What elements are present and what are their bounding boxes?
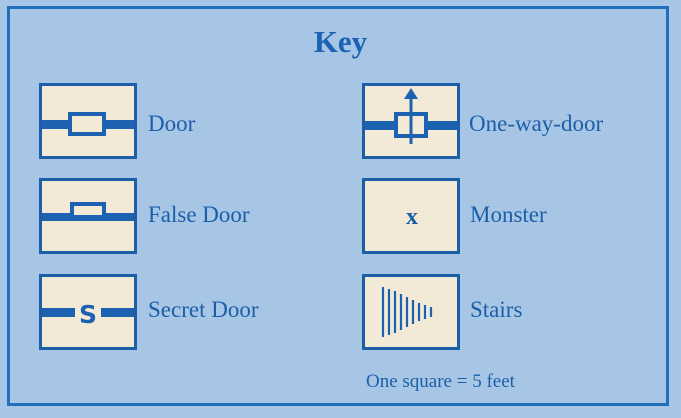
door-label: Door xyxy=(148,111,196,136)
monster-label: Monster xyxy=(470,202,547,227)
key-frame xyxy=(7,6,669,406)
scale-note: One square = 5 feet xyxy=(366,371,515,392)
one-way-door-label: One-way-door xyxy=(469,111,604,136)
one-way-door-icon xyxy=(362,83,460,159)
secret-door-symbol: S xyxy=(79,300,97,329)
key-title: Key xyxy=(313,24,368,59)
secret-door-label: Secret Door xyxy=(148,297,259,322)
stairs-icon xyxy=(362,274,460,350)
secret-door-icon: S xyxy=(39,274,137,350)
door-icon xyxy=(39,83,137,159)
monster-icon: x xyxy=(362,178,460,254)
stairs-label: Stairs xyxy=(470,297,523,322)
monster-symbol: x xyxy=(406,204,418,230)
false-door-label: False Door xyxy=(148,202,250,227)
false-door-icon xyxy=(39,178,137,254)
